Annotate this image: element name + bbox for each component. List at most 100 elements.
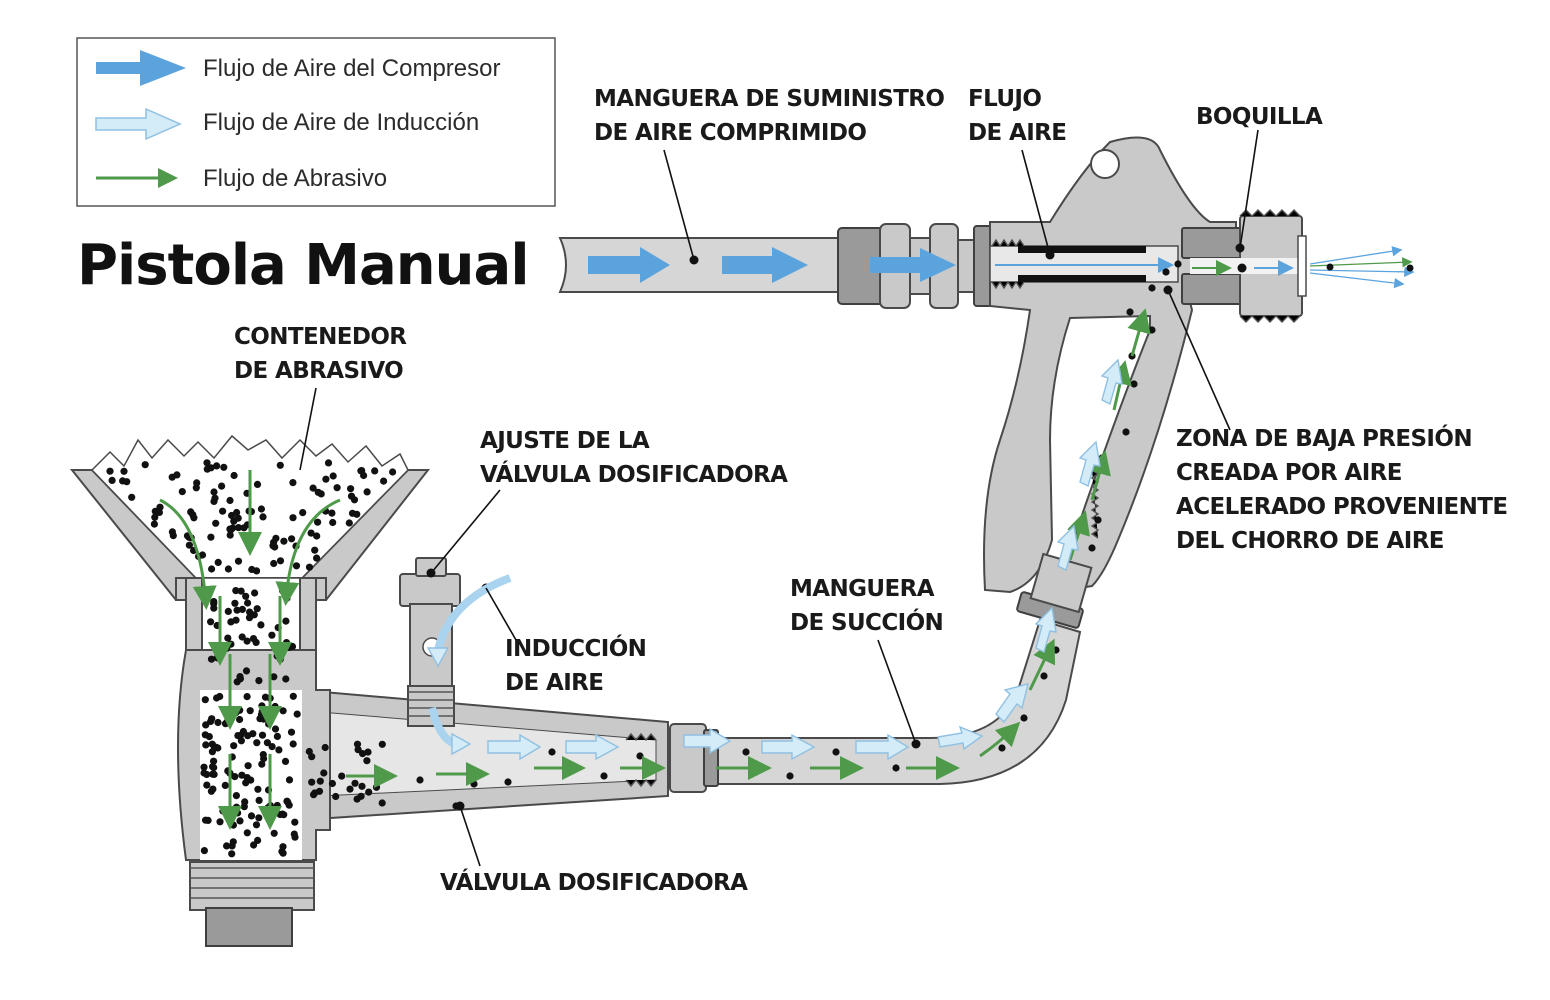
abrasive-particle	[260, 755, 268, 763]
abrasive-particle	[214, 718, 222, 727]
abrasive-particle	[311, 789, 319, 797]
abrasive-particle	[1122, 428, 1130, 436]
abrasive-particle	[1040, 672, 1048, 680]
abrasive-particle	[293, 710, 301, 718]
abrasive-particle	[240, 803, 248, 811]
abrasive-particle	[307, 529, 315, 537]
air-supply-hose	[558, 237, 843, 293]
abrasive-particle	[216, 818, 224, 826]
abrasive-particle	[228, 511, 236, 520]
callout-air-flow-line-2: DE AIRE	[968, 120, 1066, 146]
abrasive-particle	[168, 473, 176, 481]
abrasive-particle	[832, 748, 840, 756]
abrasive-particle	[324, 459, 333, 467]
abrasive-particle	[258, 760, 266, 768]
abrasive-particle	[320, 769, 328, 777]
abrasive-particle	[242, 592, 250, 600]
abrasive-particle	[141, 461, 149, 469]
abrasive-particle	[207, 787, 215, 795]
callout-container-line-1: CONTENEDOR	[234, 324, 407, 350]
abrasive-particle	[120, 467, 128, 475]
callout-nozzle-line-1: BOQUILLA	[1196, 104, 1323, 130]
abrasive-particle	[1020, 714, 1028, 722]
abrasive-particle	[248, 565, 256, 574]
callout-container-line-2: DE ABRASIVO	[234, 358, 403, 384]
abrasive-particle	[231, 773, 239, 781]
abrasive-particle	[378, 740, 386, 748]
legend: Flujo de Aire del Compresor Flujo de Air…	[76, 37, 556, 207]
abrasive-particle	[328, 509, 336, 517]
abrasive-particle	[359, 750, 367, 758]
abrasive-particle	[309, 484, 317, 492]
abrasive-particle	[332, 792, 340, 801]
callout-suction-hose-line-2: DE SUCCIÓN	[790, 608, 943, 636]
callout-valve-adjust-line-1: AJUSTE DE LA	[480, 428, 650, 454]
abrasive-particle	[311, 546, 319, 554]
abrasive-particle	[1052, 646, 1060, 654]
abrasive-particle	[276, 461, 284, 469]
abrasive-particle	[230, 742, 238, 750]
nozzle	[1181, 209, 1307, 323]
abrasive-particle	[178, 488, 186, 496]
abrasive-particle	[389, 468, 397, 476]
callout-suction-hose: MANGUERA DE SUCCIÓN	[790, 576, 944, 636]
abrasive-particle	[213, 694, 221, 702]
abrasive-particle	[232, 587, 240, 595]
abrasive-particle	[251, 589, 259, 597]
induction-air-arrow-icon	[95, 107, 182, 141]
abrasive-particle	[329, 518, 337, 527]
abrasive-particle	[278, 810, 287, 818]
exit-spray	[1309, 246, 1415, 289]
abrasive-particle	[234, 524, 243, 532]
abrasive-particle	[238, 771, 246, 779]
abrasive-particle	[288, 642, 297, 651]
abrasive-particle	[338, 772, 346, 780]
abrasive-particle	[236, 817, 244, 825]
abrasive-particle	[209, 770, 217, 778]
abrasive-particle	[254, 785, 262, 793]
induction-air-arrows	[426, 358, 1123, 761]
abrasive-particle	[200, 847, 208, 855]
abrasive-particle	[226, 525, 234, 533]
abrasive-particle	[314, 488, 322, 496]
abrasive-particle	[329, 472, 337, 480]
abrasive-particle	[200, 763, 208, 771]
abrasive-particle	[288, 535, 296, 543]
abrasive-particle	[289, 479, 297, 487]
abrasive-particle	[210, 598, 218, 606]
abrasive-particle	[203, 781, 211, 789]
abrasive-particle	[363, 488, 371, 496]
abrasive-particle	[252, 821, 261, 829]
abrasive-particle	[233, 606, 241, 614]
legend-label-abrasive: Flujo de Abrasivo	[203, 165, 387, 192]
abrasive-particle	[292, 562, 301, 570]
abrasive-particle	[210, 757, 218, 765]
abrasive-particle	[268, 631, 276, 639]
abrasive-particle	[209, 763, 217, 771]
abrasive-particle	[308, 778, 316, 786]
abrasive-particle	[291, 818, 299, 826]
abrasive-particle	[213, 462, 221, 470]
abrasive-particle	[220, 463, 228, 471]
abrasive-particle	[242, 667, 251, 675]
abrasive-particle	[226, 496, 234, 505]
abrasive-particle	[1162, 268, 1170, 276]
abrasive-particle	[282, 617, 290, 625]
compressor-air-arrow-icon	[96, 50, 186, 86]
abrasive-particle	[322, 475, 330, 483]
abrasive-particle	[250, 841, 258, 849]
valve-adjuster	[399, 557, 491, 727]
abrasive-particle	[210, 604, 218, 612]
abrasive-particle	[258, 731, 267, 739]
abrasive-particle	[279, 707, 287, 715]
abrasive-particle	[210, 488, 218, 496]
abrasive-particle	[218, 482, 226, 490]
callout-supply-hose-line-2: DE AIRE COMPRIMIDO	[594, 120, 866, 146]
abrasive-particle	[198, 551, 207, 559]
abrasive-particle	[275, 746, 283, 754]
abrasive-particle	[255, 677, 263, 685]
callout-low-pressure-line-1: ZONA DE BAJA PRESIÓN	[1176, 424, 1472, 452]
abrasive-particle	[273, 801, 281, 810]
abrasive-particle	[229, 838, 237, 846]
abrasive-particle	[207, 618, 215, 626]
